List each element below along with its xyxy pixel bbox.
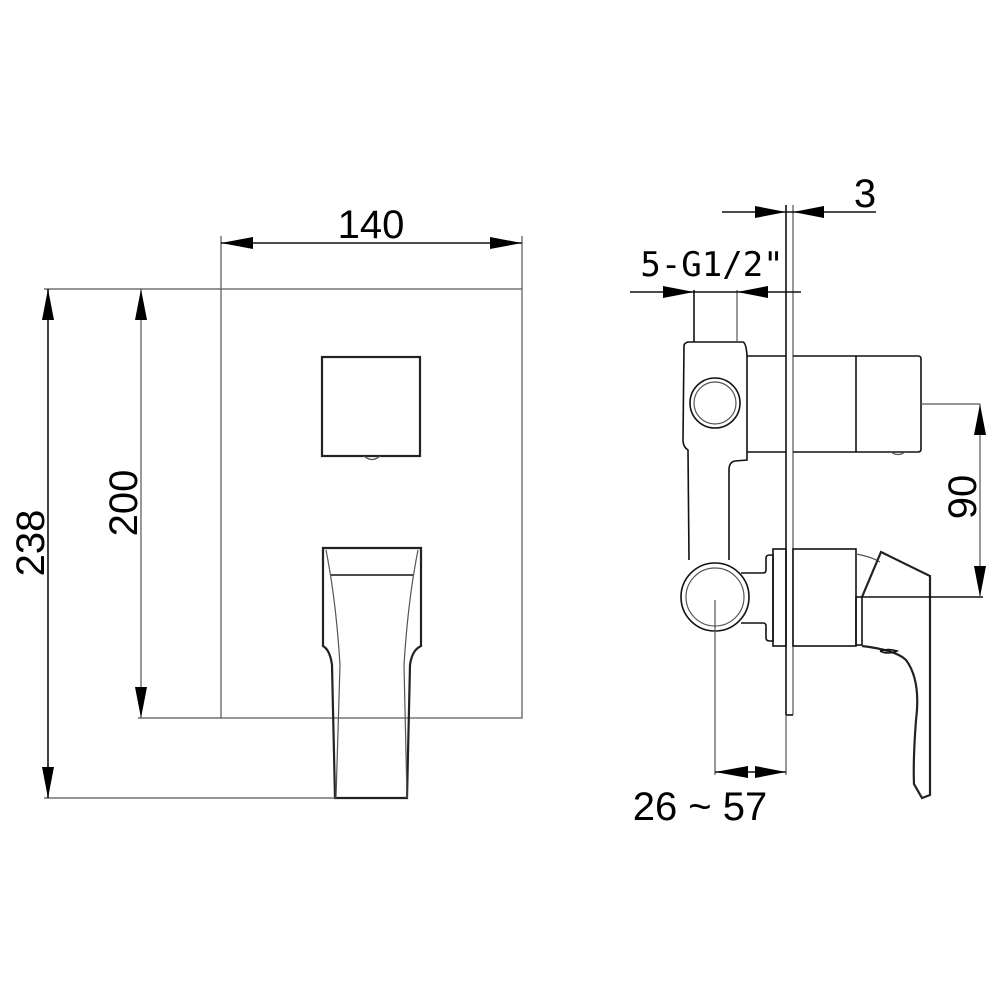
dimension-label-center-distance: 90 xyxy=(941,475,985,520)
wall-plate xyxy=(785,205,794,716)
front-view: 140 200 238 xyxy=(9,203,523,800)
valve-body-upper xyxy=(682,290,786,561)
lever-handle-side xyxy=(860,550,932,800)
inlet-port-upper xyxy=(689,377,741,429)
dimension-plate-thickness: 3 xyxy=(722,172,876,218)
dimension-width: 140 xyxy=(220,203,523,289)
diverter-body xyxy=(793,355,980,456)
dimension-label-inlet-thread: 5-G1/2" xyxy=(640,245,783,285)
dimension-label-width: 140 xyxy=(338,203,405,247)
dimension-label-depth-range: 26 ~ 57 xyxy=(633,785,768,829)
mixer-cartridge xyxy=(680,548,881,647)
dimension-plate-height: 200 xyxy=(44,288,221,719)
dimension-inlet-thread: 5-G1/2" xyxy=(630,245,801,298)
dimension-overall-height: 238 xyxy=(9,289,335,799)
dimension-label-plate-height: 200 xyxy=(102,470,146,537)
diverter-knob xyxy=(320,355,422,461)
cover-plate xyxy=(220,288,523,719)
dimension-label-plate-thickness: 3 xyxy=(854,172,876,216)
side-view: 3 5-G1/2" 90 26 ~ 57 xyxy=(630,172,986,829)
lever-handle-front xyxy=(321,546,423,800)
dimension-center-distance: 90 xyxy=(862,404,986,598)
dimension-depth-range: 26 ~ 57 xyxy=(633,766,786,829)
dimension-label-overall-height: 238 xyxy=(9,510,53,577)
